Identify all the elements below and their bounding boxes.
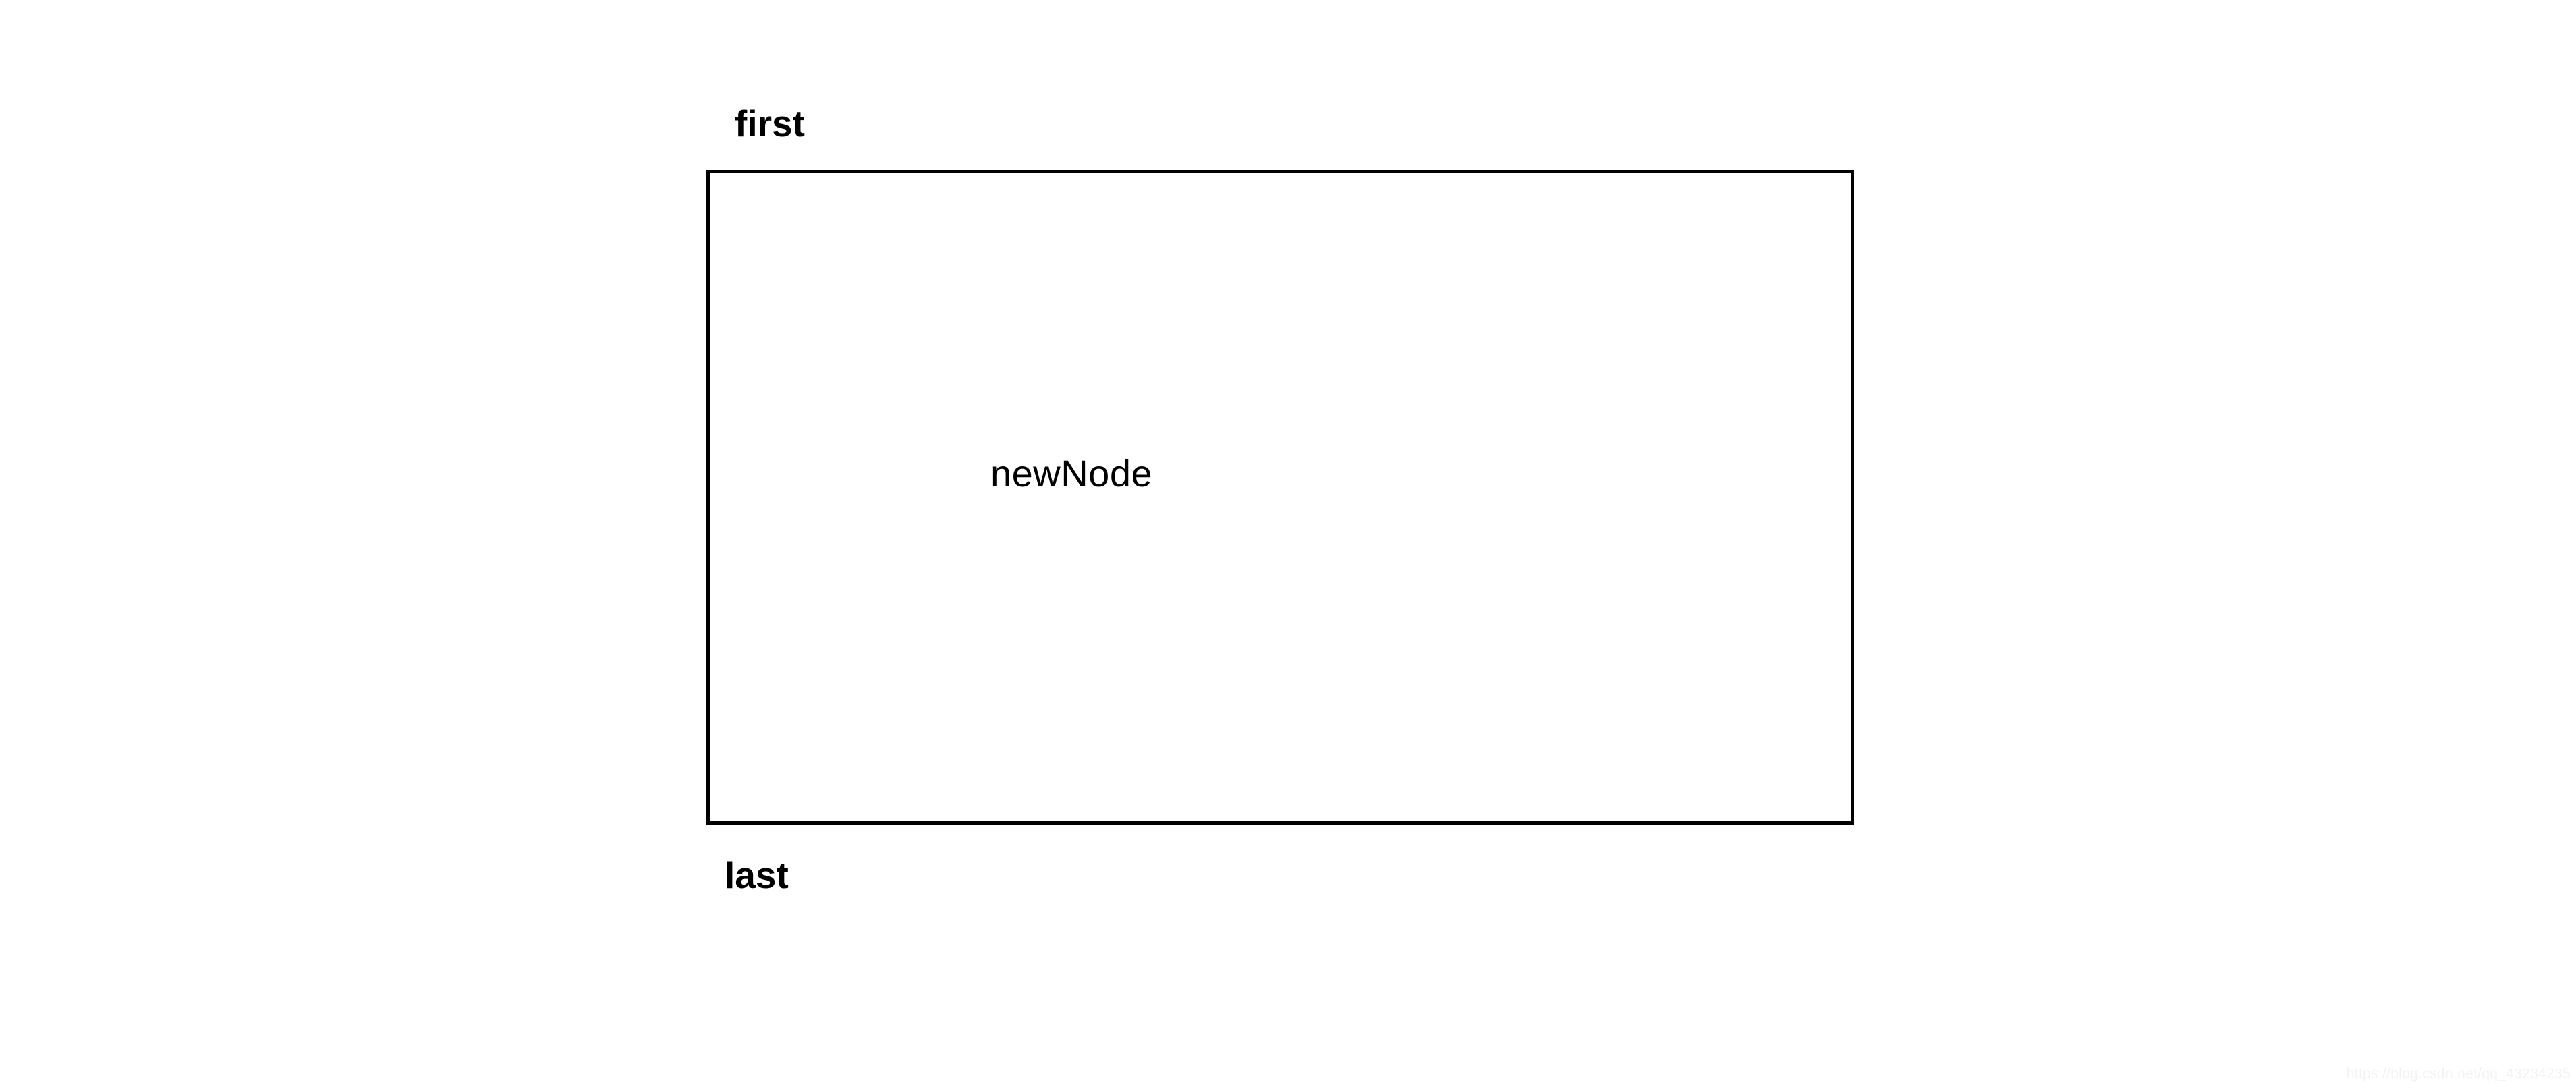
pointer-label-last: last [725,854,789,896]
node-label-newnode: newNode [990,452,1153,495]
node-box-newnode [706,170,1854,825]
source-watermark: https://blog.csdn.net/qq_43234235 [2346,1066,2571,1082]
pointer-label-first: first [735,103,805,144]
